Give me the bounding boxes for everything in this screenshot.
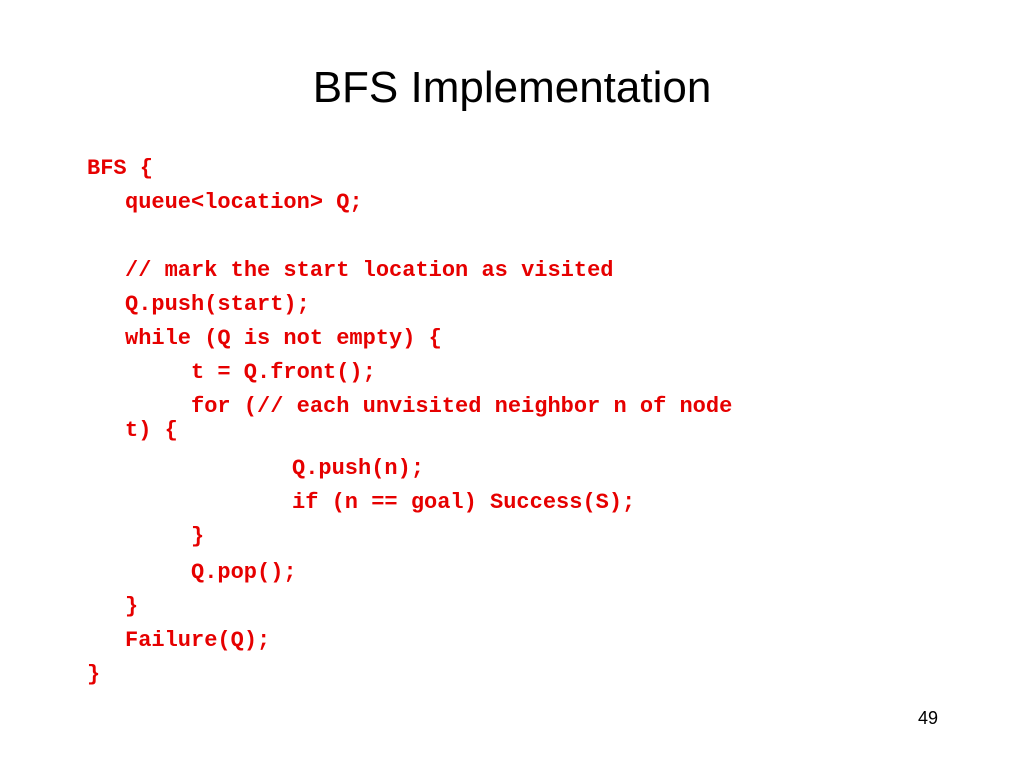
code-line: queue<location> Q; <box>125 190 363 215</box>
code-line: Q.push(n); <box>292 456 425 481</box>
code-line: for (// each unvisited neighbor n of nod… <box>191 394 733 419</box>
slide-number: 49 <box>917 708 938 728</box>
code-line: Q.push(start); <box>125 292 310 317</box>
code-line: t = Q.front(); <box>191 360 376 385</box>
code-line: Q.pop(); <box>191 560 297 585</box>
code-line: while (Q is not empty) { <box>125 326 442 351</box>
code-line: if (n == goal) Success(S); <box>292 490 636 515</box>
slide-title: BFS Implementation <box>312 63 712 112</box>
code-line: t) { <box>125 418 178 443</box>
code-line: } <box>191 524 205 549</box>
code-line: } <box>125 594 139 619</box>
code-line: } <box>87 662 101 687</box>
code-line: BFS { <box>87 156 154 181</box>
code-line: Failure(Q); <box>125 628 271 653</box>
code-line: // mark the start location as visited <box>125 258 614 283</box>
